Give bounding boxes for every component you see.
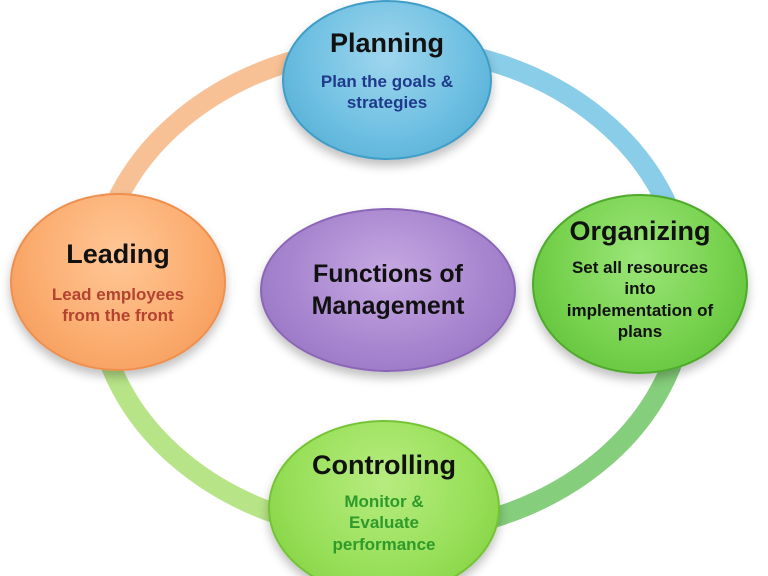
leading-node: Leading Lead employees from the front [10, 193, 226, 371]
organizing-title: Organizing [569, 216, 711, 246]
organizing-description: Set all resources into implementation of… [566, 258, 714, 341]
leading-title: Leading [66, 239, 170, 269]
planning-node: Planning Plan the goals & strategies [282, 0, 492, 160]
controlling-node: Controlling Monitor & Evaluate performan… [268, 420, 500, 576]
controlling-title: Controlling [312, 450, 456, 480]
controlling-description: Monitor & Evaluate performance [332, 492, 436, 554]
center-node: Functions of Management [260, 208, 516, 372]
planning-title: Planning [330, 28, 444, 58]
planning-description: Plan the goals & strategies [320, 72, 454, 113]
organizing-node: Organizing Set all resources into implem… [532, 194, 748, 374]
leading-description: Lead employees from the front [51, 285, 185, 326]
center-label: Functions of Management [311, 259, 465, 321]
